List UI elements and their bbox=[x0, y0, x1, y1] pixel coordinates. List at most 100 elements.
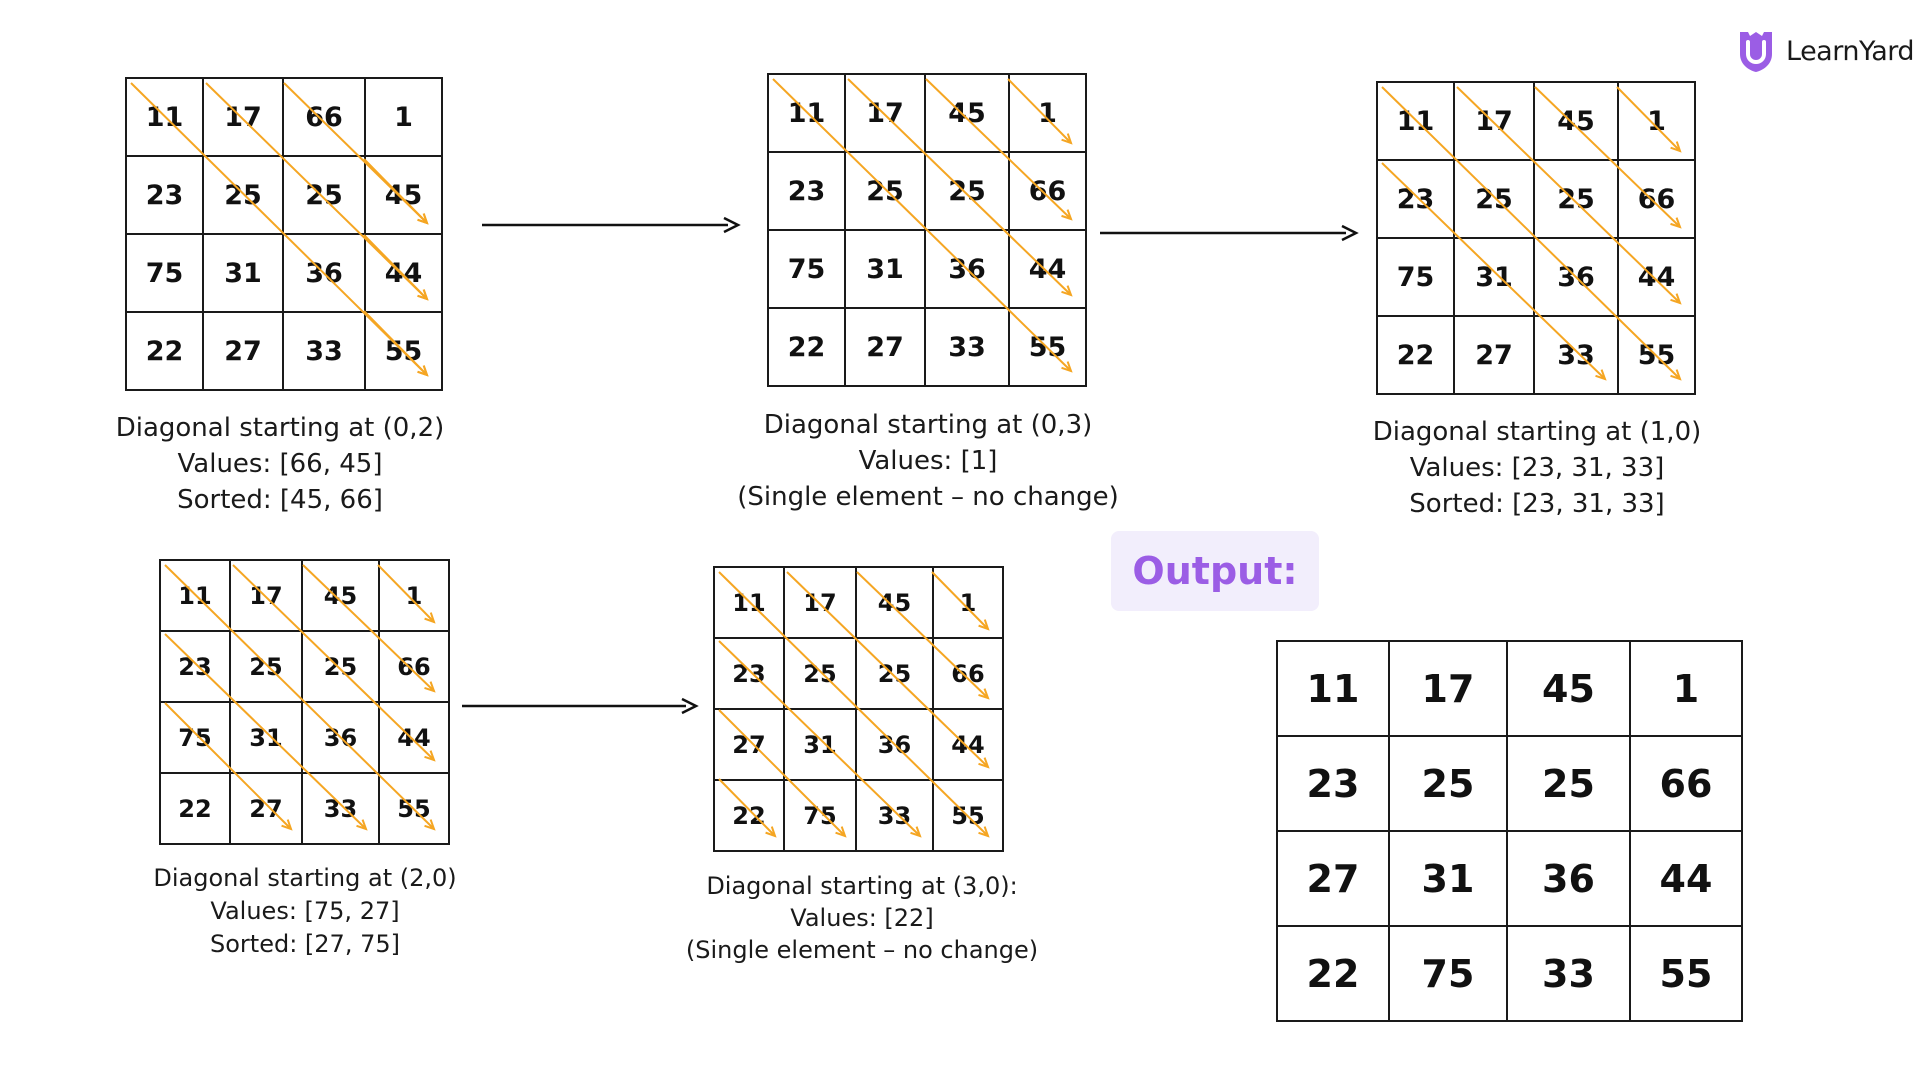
matrix-cell: 27 bbox=[202, 311, 284, 391]
matrix-cell: 25 bbox=[282, 155, 366, 235]
matrix-cell: 75 bbox=[783, 779, 857, 852]
transition-arrow bbox=[482, 216, 741, 234]
step-caption: Diagonal starting at (0,2) Values: [66, … bbox=[105, 410, 455, 518]
transition-arrow bbox=[462, 697, 699, 715]
matrix-cell: 36 bbox=[855, 708, 934, 781]
matrix-cell: 11 bbox=[713, 566, 785, 639]
matrix-cell: 44 bbox=[1617, 237, 1696, 317]
matrix-cell: 31 bbox=[783, 708, 857, 781]
caption-line: Diagonal starting at (2,0) bbox=[153, 864, 457, 892]
matrix-cell: 27 bbox=[1453, 315, 1535, 395]
matrix-cell: 11 bbox=[159, 559, 231, 632]
caption-line: Values: [23, 31, 33] bbox=[1409, 453, 1665, 483]
matrix-cell: 1 bbox=[1629, 640, 1743, 737]
caption-line: Values: [1] bbox=[858, 446, 998, 476]
caption-line: Sorted: [23, 31, 33] bbox=[1409, 489, 1665, 519]
output-label: Output: bbox=[1111, 531, 1319, 611]
matrix-cell: 31 bbox=[1388, 830, 1508, 927]
matrix-cell: 44 bbox=[378, 701, 450, 774]
step-caption: Diagonal starting at (2,0) Values: [75, … bbox=[130, 862, 480, 961]
matrix-cell: 66 bbox=[282, 77, 366, 157]
matrix-cell: 36 bbox=[1506, 830, 1631, 927]
matrix-cell: 22 bbox=[159, 772, 231, 845]
matrix-cell: 45 bbox=[301, 559, 380, 632]
caption-line: Sorted: [27, 75] bbox=[210, 930, 400, 958]
matrix-cell: 45 bbox=[1506, 640, 1631, 737]
matrix-cell: 27 bbox=[229, 772, 303, 845]
matrix-cell: 23 bbox=[159, 630, 231, 703]
matrix-cell: 33 bbox=[1506, 925, 1631, 1022]
matrix-cell: 66 bbox=[1617, 159, 1696, 239]
matrix-cell: 27 bbox=[1276, 830, 1390, 927]
matrix-cell: 17 bbox=[229, 559, 303, 632]
matrix-cell: 23 bbox=[1376, 159, 1455, 239]
matrix-cell: 75 bbox=[125, 233, 204, 313]
matrix-cell: 33 bbox=[301, 772, 380, 845]
matrix-cell: 1 bbox=[378, 559, 450, 632]
matrix-cell: 1 bbox=[1008, 73, 1087, 153]
matrix-cell: 75 bbox=[1388, 925, 1508, 1022]
matrix-cell: 31 bbox=[229, 701, 303, 774]
matrix-cell: 27 bbox=[713, 708, 785, 781]
matrix-cell: 55 bbox=[932, 779, 1004, 852]
matrix-cell: 31 bbox=[202, 233, 284, 313]
matrix-cell: 44 bbox=[932, 708, 1004, 781]
caption-line: Values: [22] bbox=[790, 904, 934, 932]
matrix-cell: 17 bbox=[1388, 640, 1508, 737]
matrix-cell: 36 bbox=[282, 233, 366, 313]
matrix-cell: 44 bbox=[364, 233, 443, 313]
matrix-cell: 75 bbox=[767, 229, 846, 309]
matrix-cell: 25 bbox=[844, 151, 926, 231]
matrix-cell: 45 bbox=[364, 155, 443, 235]
matrix-cell: 33 bbox=[855, 779, 934, 852]
caption-line: (Single element – no change) bbox=[685, 936, 1039, 964]
matrix-cell: 11 bbox=[767, 73, 846, 153]
matrix-cell: 55 bbox=[364, 311, 443, 391]
matrix-cell: 31 bbox=[1453, 237, 1535, 317]
matrix-cell: 23 bbox=[125, 155, 204, 235]
caption-line: Values: [75, 27] bbox=[210, 897, 400, 925]
matrix-cell: 23 bbox=[713, 637, 785, 710]
matrix-cell: 25 bbox=[229, 630, 303, 703]
matrix-cell: 55 bbox=[378, 772, 450, 845]
matrix-cell: 23 bbox=[767, 151, 846, 231]
matrix-cell: 22 bbox=[125, 311, 204, 391]
matrix-cell: 25 bbox=[855, 637, 934, 710]
matrix-cell: 45 bbox=[855, 566, 934, 639]
brand-name: LearnYard bbox=[1786, 35, 1915, 67]
caption-line: Sorted: [45, 66] bbox=[177, 485, 383, 515]
matrix-cell: 36 bbox=[301, 701, 380, 774]
brand-logo: LearnYard bbox=[1736, 28, 1915, 74]
matrix-cell: 17 bbox=[844, 73, 926, 153]
matrix-cell: 1 bbox=[364, 77, 443, 157]
caption-line: Values: [66, 45] bbox=[177, 449, 383, 479]
matrix-cell: 44 bbox=[1008, 229, 1087, 309]
matrix-cell: 66 bbox=[932, 637, 1004, 710]
matrix-cell: 25 bbox=[1506, 735, 1631, 832]
matrix-cell: 66 bbox=[378, 630, 450, 703]
matrix-cell: 66 bbox=[1629, 735, 1743, 832]
matrix-cell: 75 bbox=[1376, 237, 1455, 317]
matrix-cell: 27 bbox=[844, 307, 926, 387]
matrix-cell: 1 bbox=[932, 566, 1004, 639]
matrix-cell: 36 bbox=[924, 229, 1010, 309]
matrix-cell: 44 bbox=[1629, 830, 1743, 927]
matrix-cell: 33 bbox=[1533, 315, 1619, 395]
matrix-cell: 25 bbox=[924, 151, 1010, 231]
matrix-cell: 11 bbox=[1276, 640, 1390, 737]
